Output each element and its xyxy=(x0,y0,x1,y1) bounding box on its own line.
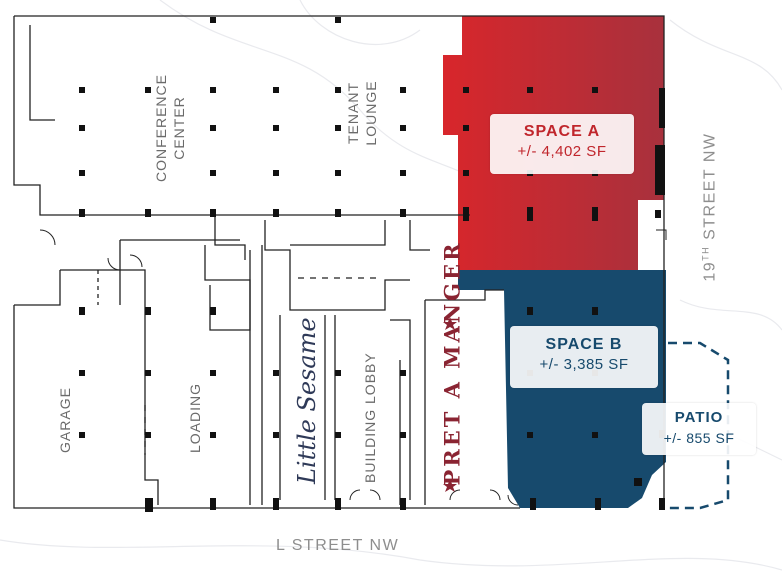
patio-card[interactable]: PATIO +/- 855 SF xyxy=(642,403,756,455)
19th-street-name: STREET NW xyxy=(701,132,719,246)
little-sesame-logo: Little Sesame xyxy=(293,317,321,484)
19th-street-number: 19 xyxy=(701,260,719,282)
space-b-area-text: +/- 3,385 SF xyxy=(539,356,629,373)
pret-stars xyxy=(443,317,457,492)
garage-label: GARAGE xyxy=(57,387,73,453)
conference-line-2: CENTER xyxy=(171,96,187,160)
space-b-name: SPACE B xyxy=(545,336,623,353)
conference-center-label: CONFERENCE CENTER xyxy=(152,68,188,188)
pret-a-manger-logo: PRET A MANGER xyxy=(439,240,465,486)
door-swings xyxy=(39,229,667,506)
space-a-area-text: +/- 4,402 SF xyxy=(517,143,607,160)
l-street-label: L STREET NW xyxy=(276,537,400,554)
space-a-name: SPACE A xyxy=(523,123,601,140)
19th-street-label: 19TH STREET NW xyxy=(700,132,719,282)
loading-label: LOADING xyxy=(187,382,203,453)
patio-area-text: +/- 855 SF xyxy=(663,430,735,446)
19th-street-suffix-sup: TH xyxy=(700,245,711,261)
structural-columns xyxy=(79,17,665,512)
tenant-lounge-line-1: TENANT xyxy=(345,82,361,144)
conference-line-1: CONFERENCE xyxy=(153,74,169,183)
tenant-lounge-line-2: LOUNGE xyxy=(363,80,379,146)
space-a-card[interactable]: SPACE A +/- 4,402 SF xyxy=(490,114,634,174)
space-b-area[interactable] xyxy=(458,270,666,508)
space-b-card[interactable]: SPACE B +/- 3,385 SF xyxy=(510,326,658,388)
tenant-lounge-label: TENANT LOUNGE xyxy=(344,63,380,163)
building-lobby-label: BUILDING LOBBY xyxy=(362,352,378,483)
patio-name: PATIO xyxy=(674,409,724,426)
